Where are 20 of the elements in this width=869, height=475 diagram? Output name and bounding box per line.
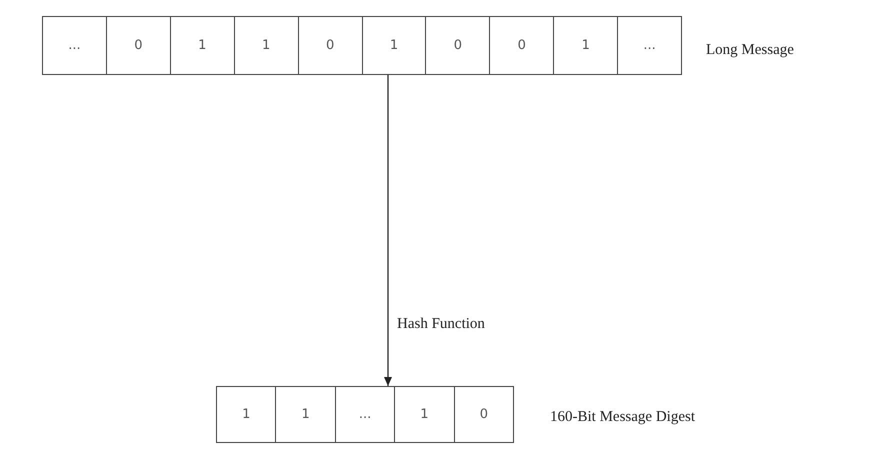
bit-value: 1 [198,38,206,53]
bit-value: ... [643,38,656,53]
array-caption: 160-Bit Message Digest [550,409,695,426]
bit-value: 0 [480,407,488,422]
bit-value: 1 [390,38,398,53]
bit-array [216,386,514,443]
bit-value: 1 [301,407,310,422]
bit-value: 0 [518,38,526,53]
bit-array [42,16,682,75]
bit-value: 1 [262,38,270,53]
bit-value: 1 [420,407,429,422]
bit-value: 0 [326,38,334,53]
bit-value: 1 [242,407,250,422]
bit-value: 1 [582,38,590,53]
bit-value: ... [358,407,372,422]
bit-value: ... [68,38,81,53]
array-caption: Long Message [706,42,794,59]
bit-value: 0 [134,38,142,53]
arrow [384,75,392,386]
bit-value: 0 [454,38,462,53]
